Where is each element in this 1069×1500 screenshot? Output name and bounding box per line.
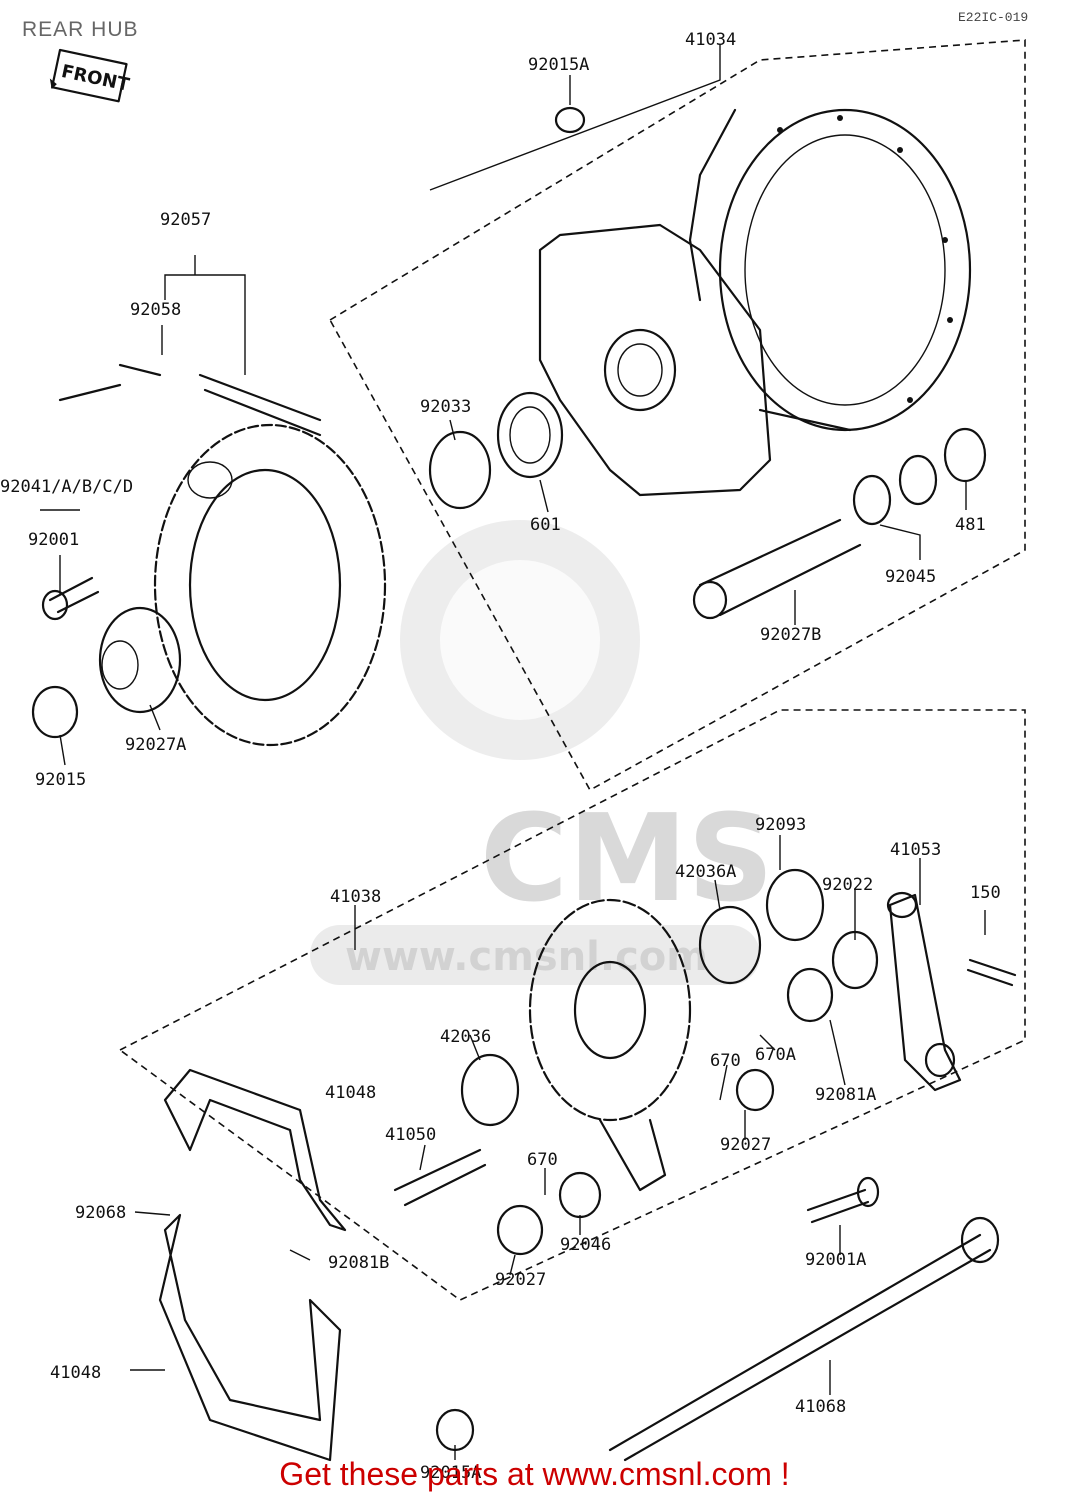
part-label-41038: 41038 — [330, 887, 381, 907]
bearing-92045 — [852, 454, 938, 526]
part-labels: 41034 92015A 92057 92058 92033 601 481 9… — [0, 30, 1001, 1483]
hub-body — [538, 223, 772, 497]
part-label-92022: 92022 — [822, 875, 873, 895]
watermark-url-text: www.cmsnl.com — [345, 934, 708, 980]
part-label-42036a: 42036A — [675, 862, 736, 882]
part-label-670b: 670 — [527, 1150, 558, 1170]
part-label-92001: 92001 — [28, 530, 79, 550]
part-label-92068: 92068 — [75, 1203, 126, 1223]
nut-92015 — [31, 685, 79, 739]
bolt-92001 — [41, 576, 100, 621]
part-label-42036: 42036 — [440, 1027, 491, 1047]
part-label-601: 601 — [530, 515, 561, 535]
part-label-670a: 670 — [710, 1051, 741, 1071]
part-label-92041: 92041/A/B/C/D — [0, 477, 133, 497]
part-label-92027a: 92027A — [125, 735, 186, 755]
brake-shoe-upper — [163, 1068, 347, 1232]
rear-sprocket — [153, 423, 387, 747]
part-label-41053: 41053 — [890, 840, 941, 860]
brake-panel-outline — [119, 709, 1026, 1301]
part-label-150: 150 — [970, 883, 1001, 903]
nut-92015a-bottom — [435, 1408, 475, 1452]
part-label-41068: 41068 — [795, 1397, 846, 1417]
part-label-670A: 670A — [755, 1045, 796, 1065]
cam-41050 — [393, 1148, 487, 1207]
part-label-92015a-top: 92015A — [528, 55, 589, 75]
brake-panel — [528, 898, 692, 1192]
bearing-601 — [496, 391, 564, 479]
part-label-92093: 92093 — [755, 815, 806, 835]
part-label-41034: 41034 — [685, 30, 736, 50]
hub-assembly-outline — [329, 39, 1026, 792]
part-label-92027-left: 92027 — [495, 1270, 546, 1290]
part-label-92081b: 92081B — [328, 1253, 389, 1273]
circlip-481 — [943, 427, 987, 483]
axle-41068 — [608, 1216, 1000, 1462]
seal-92093 — [765, 868, 825, 942]
leader-lines — [40, 45, 986, 1460]
drive-chain — [58, 363, 322, 437]
part-label-41050: 41050 — [385, 1125, 436, 1145]
part-label-92027b: 92027B — [760, 625, 821, 645]
part-label-41048-upper: 41048 — [325, 1083, 376, 1103]
axle-sleeve-92027b — [692, 518, 862, 620]
nut-92015a-top — [554, 106, 586, 134]
part-label-92033: 92033 — [420, 397, 471, 417]
footer-link-text[interactable]: Get these parts at www.cmsnl.com ! — [279, 1456, 790, 1492]
collar-92027a — [98, 606, 182, 714]
part-label-92001a: 92001A — [805, 1250, 866, 1270]
part-label-92015: 92015 — [35, 770, 86, 790]
bolt-92001a — [806, 1176, 880, 1224]
part-label-481: 481 — [955, 515, 986, 535]
rear-hub-drum — [688, 108, 972, 432]
circlip-92033 — [428, 430, 492, 510]
diagram-code: E22IC-019 — [958, 10, 1029, 25]
cms-watermark: CMS www.cmsnl.com — [310, 520, 774, 985]
washer-92022 — [831, 930, 879, 990]
part-label-92046: 92046 — [560, 1235, 611, 1255]
part-label-92057: 92057 — [160, 210, 211, 230]
front-direction-mark: FRONT — [49, 48, 132, 103]
part-label-92015a-bottom: 92015A — [420, 1463, 481, 1483]
watermark-logo-text: CMS — [480, 790, 774, 929]
part-label-41048-lower: 41048 — [50, 1363, 101, 1383]
bolt-150 — [966, 958, 1017, 987]
torque-link-41053 — [886, 891, 962, 1092]
part-label-92081a: 92081A — [815, 1085, 876, 1105]
part-label-92058: 92058 — [130, 300, 181, 320]
part-label-92027-right: 92027 — [720, 1135, 771, 1155]
page-title: REAR HUB — [22, 18, 139, 41]
clip-92081a — [786, 967, 834, 1023]
part-label-92045: 92045 — [885, 567, 936, 587]
collar-42036 — [460, 1053, 520, 1127]
collar-42036a — [698, 905, 762, 985]
brake-shoe-lower — [158, 1213, 342, 1462]
